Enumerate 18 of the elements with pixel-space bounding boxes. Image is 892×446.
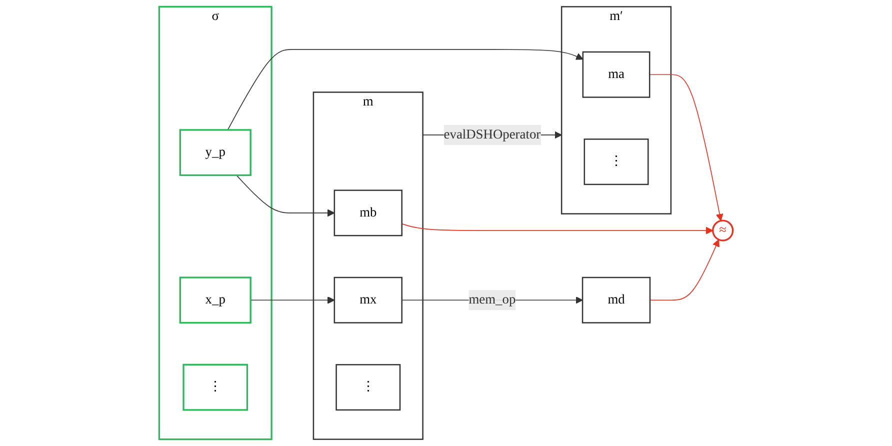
node-box: ma <box>582 51 650 98</box>
arrow <box>401 223 714 234</box>
node-box: ⋮ <box>182 364 248 411</box>
node-box: y_p <box>179 129 252 176</box>
arrow <box>236 174 335 217</box>
edge-label: evalDSHOperator <box>444 127 541 142</box>
node-box: x_p <box>179 276 252 324</box>
node-box: mx <box>334 276 402 324</box>
node-circle: ≈ <box>712 220 734 242</box>
edge-label: mem_op <box>468 292 516 307</box>
node-box: ⋮ <box>336 364 401 411</box>
node-box: mb <box>334 190 402 236</box>
node-box: ⋮ <box>584 138 649 186</box>
arrow <box>227 49 584 130</box>
node-box: md <box>582 276 651 324</box>
arrow <box>649 74 724 222</box>
arrow <box>250 296 335 304</box>
arrow <box>650 239 720 301</box>
